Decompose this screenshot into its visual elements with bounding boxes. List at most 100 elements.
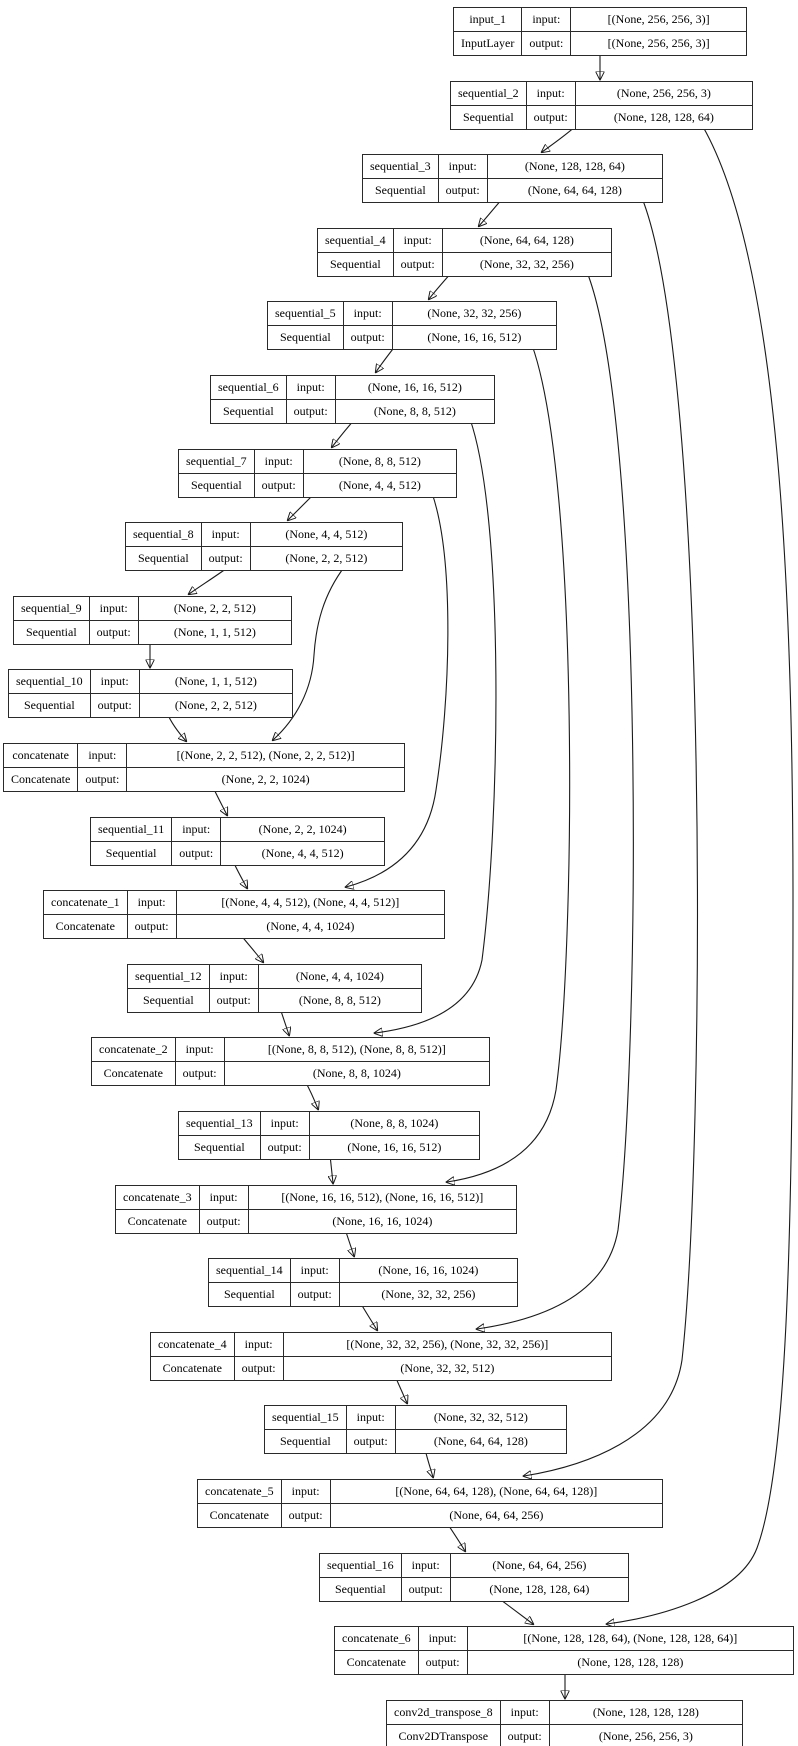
node-concatenate_2: concatenate_2 input: [(None, 8, 8, 512),… (91, 1037, 491, 1086)
layer-type: Sequential (210, 399, 287, 424)
node-sequential_15: sequential_15 input: (None, 32, 32, 512)… (264, 1405, 568, 1454)
output-shape: (None, 32, 32, 256) (441, 252, 613, 277)
output-shape: (None, 8, 8, 512) (334, 399, 496, 424)
output-label: output: (345, 1429, 396, 1454)
node-concatenate_5: concatenate_5 input: [(None, 64, 64, 128… (197, 1479, 664, 1528)
node-sequential_2: sequential_2 input: (None, 256, 256, 3) … (450, 81, 754, 130)
output-label: output: (285, 399, 336, 424)
layer-type: Concatenate (150, 1356, 235, 1381)
node-concatenate: concatenate input: [(None, 2, 2, 512), (… (2, 743, 405, 792)
layer-name: sequential_15 (264, 1405, 347, 1430)
input-label: input: (171, 817, 222, 842)
layer-name: sequential_6 (210, 375, 287, 400)
input-shape: [(None, 128, 128, 64), (None, 128, 128, … (466, 1626, 795, 1651)
edge-sequential_5-concatenate_3 (447, 344, 571, 1182)
layer-name: concatenate_6 (334, 1626, 419, 1651)
input-shape: (None, 4, 4, 512) (249, 522, 404, 547)
layer-name: sequential_12 (127, 964, 210, 989)
output-label: output: (174, 1061, 225, 1086)
edge-sequential_4-concatenate_4 (477, 271, 634, 1329)
layer-type: Concatenate (115, 1209, 200, 1234)
node-input_1: input_1 input: [(None, 256, 256, 3)] Inp… (452, 7, 747, 56)
layer-name: sequential_7 (178, 449, 255, 474)
input-label: input: (126, 890, 177, 915)
layer-name: sequential_4 (317, 228, 394, 253)
layer-name: sequential_14 (208, 1258, 291, 1283)
node-concatenate_1: concatenate_1 input: [(None, 4, 4, 512),… (43, 890, 446, 939)
layer-type: Sequential (127, 988, 210, 1013)
node-sequential_7: sequential_7 input: (None, 8, 8, 512) Se… (178, 449, 458, 498)
output-label: output: (499, 1724, 550, 1746)
input-shape: [(None, 32, 32, 256), (None, 32, 32, 256… (282, 1332, 613, 1357)
input-label: input: (499, 1700, 550, 1725)
layer-type: Sequential (13, 620, 90, 645)
layer-type: Sequential (178, 1135, 261, 1160)
input-shape: (None, 256, 256, 3) (574, 81, 754, 106)
output-label: output: (77, 767, 128, 792)
input-label: input: (174, 1037, 225, 1062)
layer-name: concatenate_1 (43, 890, 128, 915)
output-label: output: (171, 841, 222, 866)
output-shape: (None, 2, 2, 512) (249, 546, 404, 571)
node-sequential_4: sequential_4 input: (None, 64, 64, 128) … (317, 228, 613, 277)
edge-sequential_3-concatenate_5 (524, 197, 698, 1476)
layer-name: sequential_2 (450, 81, 527, 106)
output-label: output: (88, 620, 139, 645)
input-shape: (None, 2, 2, 1024) (220, 817, 385, 842)
output-label: output: (259, 1135, 310, 1160)
input-label: input: (285, 375, 336, 400)
input-label: input: (200, 522, 251, 547)
layer-type: Sequential (89, 841, 173, 866)
node-concatenate_3: concatenate_3 input: [(None, 16, 16, 512… (115, 1185, 518, 1234)
input-shape: [(None, 2, 2, 512), (None, 2, 2, 512)] (126, 743, 405, 768)
input-label: input: (198, 1185, 249, 1210)
input-shape: [(None, 256, 256, 3)] (570, 7, 747, 32)
input-label: input: (253, 449, 304, 474)
input-shape: (None, 128, 128, 64) (486, 154, 664, 179)
input-label: input: (345, 1405, 396, 1430)
output-label: output: (126, 914, 177, 939)
output-shape: (None, 128, 128, 128) (466, 1650, 795, 1675)
input-label: input: (77, 743, 128, 768)
output-shape: (None, 4, 4, 512) (220, 841, 385, 866)
output-shape: (None, 128, 128, 64) (449, 1577, 630, 1602)
layer-type: Sequential (264, 1429, 347, 1454)
layer-type: InputLayer (452, 31, 523, 56)
output-label: output: (253, 473, 304, 498)
output-label: output: (400, 1577, 451, 1602)
output-shape: (None, 32, 32, 512) (282, 1356, 613, 1381)
input-shape: (None, 64, 64, 256) (449, 1553, 630, 1578)
layer-type: Concatenate (197, 1503, 282, 1528)
input-label: input: (437, 154, 488, 179)
input-shape: (None, 2, 2, 512) (137, 596, 293, 621)
node-sequential_5: sequential_5 input: (None, 32, 32, 256) … (267, 301, 558, 350)
input-shape: (None, 32, 32, 256) (391, 301, 558, 326)
layer-name: sequential_10 (8, 669, 91, 694)
input-label: input: (259, 1111, 310, 1136)
output-label: output: (342, 325, 393, 350)
output-shape: (None, 64, 64, 256) (329, 1503, 664, 1528)
layer-name: sequential_5 (267, 301, 344, 326)
layer-type: Sequential (317, 252, 394, 277)
layer-type: Sequential (208, 1282, 291, 1307)
input-shape: [(None, 16, 16, 512), (None, 16, 16, 512… (247, 1185, 518, 1210)
input-label: input: (233, 1332, 284, 1357)
output-label: output: (198, 1209, 249, 1234)
layer-name: concatenate (2, 743, 79, 768)
output-label: output: (208, 988, 259, 1013)
input-label: input: (521, 7, 572, 32)
input-shape: (None, 64, 64, 128) (441, 228, 613, 253)
output-shape: (None, 1, 1, 512) (137, 620, 293, 645)
output-label: output: (417, 1650, 468, 1675)
layer-name: sequential_3 (362, 154, 439, 179)
node-sequential_12: sequential_12 input: (None, 4, 4, 1024) … (127, 964, 423, 1013)
edge-sequential_6-concatenate_2 (375, 418, 497, 1033)
output-shape: [(None, 256, 256, 3)] (570, 31, 747, 56)
edge-sequential_8-concatenate (273, 565, 346, 740)
layer-type: Concatenate (2, 767, 79, 792)
output-shape: (None, 2, 2, 1024) (126, 767, 405, 792)
node-concatenate_6: concatenate_6 input: [(None, 128, 128, 6… (334, 1626, 795, 1675)
layer-name: concatenate_4 (150, 1332, 235, 1357)
layer-type: Sequential (178, 473, 255, 498)
layer-type: Concatenate (334, 1650, 419, 1675)
